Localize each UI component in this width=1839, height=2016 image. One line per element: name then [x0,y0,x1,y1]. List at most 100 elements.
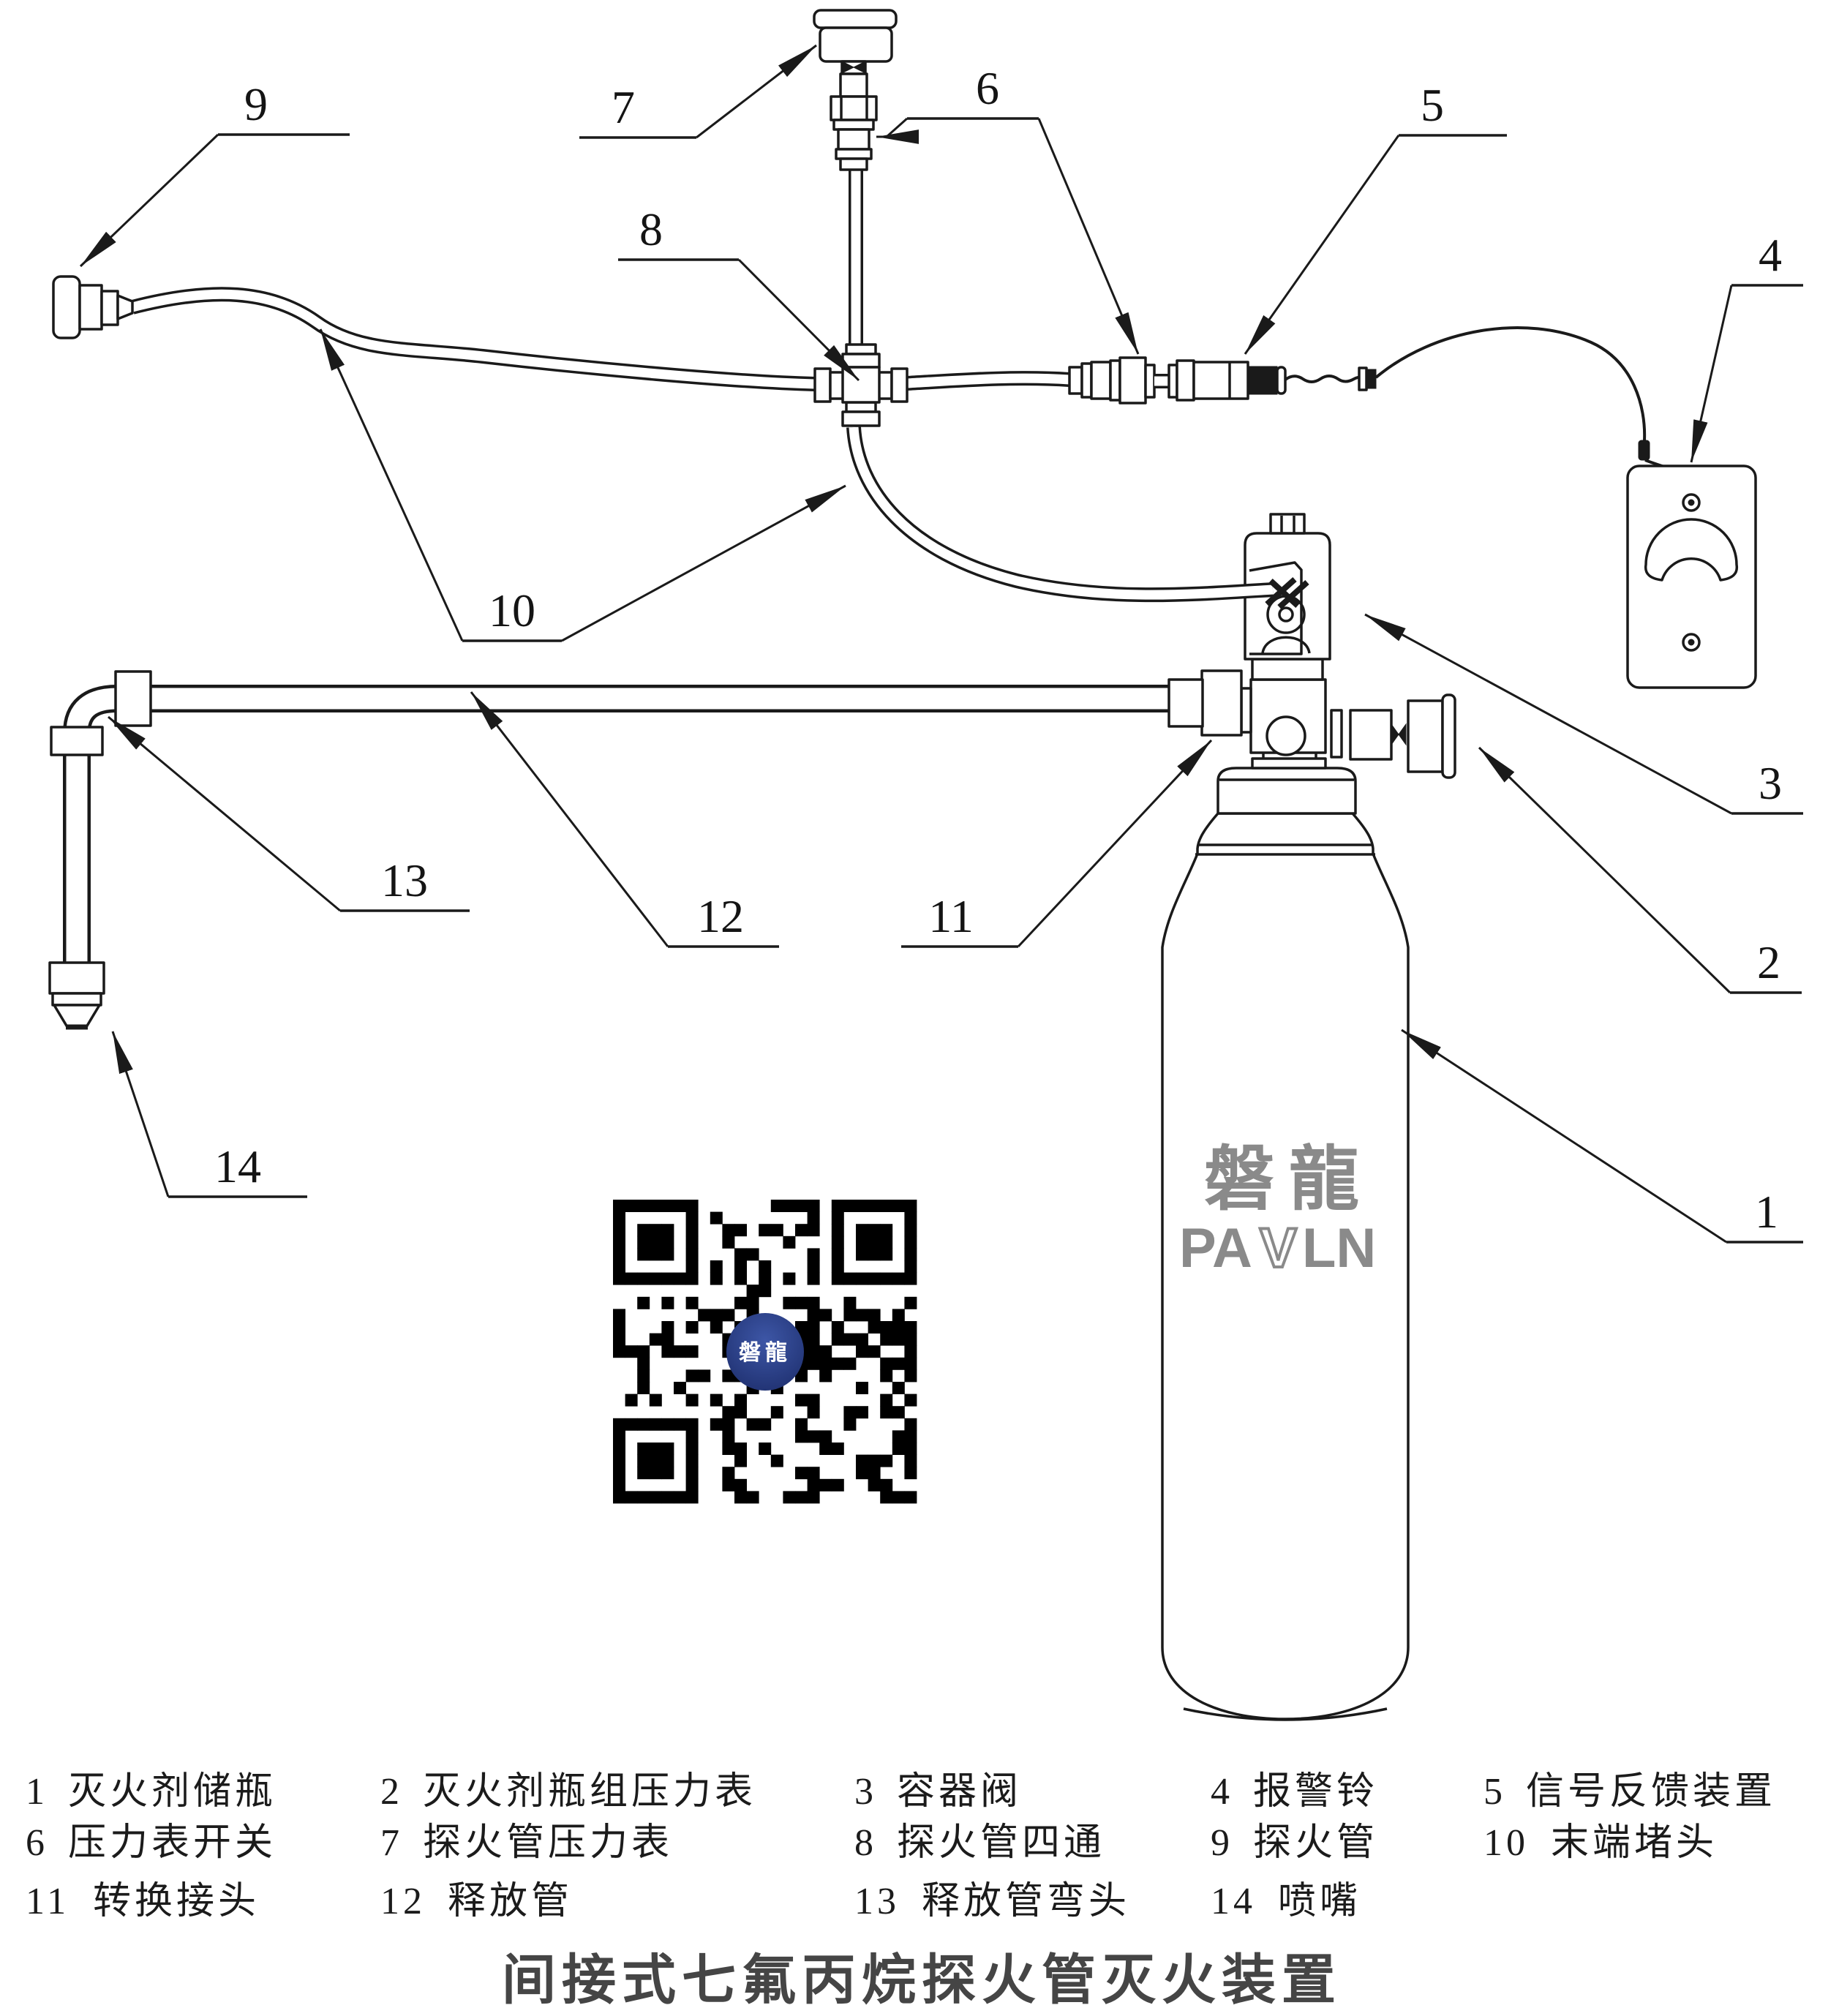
adapter-nut-large [1200,669,1243,737]
adapter-collar [1240,687,1252,734]
line-ring-c [1144,364,1156,399]
line-ring-b [1109,359,1121,402]
callout-12-leader [470,691,669,947]
callout-11: 11 [928,890,974,942]
callout-6-leader-a [876,117,919,144]
callout-4: 4 [1759,229,1782,281]
end-plug-nut [78,284,103,331]
bell-screw-bottom [1682,633,1701,652]
brand-logo-v: V [1260,1217,1297,1279]
gauge7-nut [830,95,878,121]
callout-8-leader [737,258,860,382]
nozzle-cone [53,1004,101,1028]
gauge2-collar [1330,709,1343,759]
callout-9-leader [79,133,219,268]
tube-crimp-marks [1265,577,1309,609]
four-way-body [841,366,881,404]
gauge7-body [819,26,893,63]
gauge7-collar-b [835,148,873,160]
line-switch-block [1118,356,1147,405]
wire-connector-b [1366,369,1377,389]
callout-13: 13 [381,854,428,906]
wire-connector-c [1638,440,1650,461]
end-plug-taper [116,294,134,320]
bell-screw-bottom-core [1688,639,1695,646]
gauge7-cap [813,9,898,29]
qr-code [613,1200,917,1504]
device-nut [1176,359,1195,402]
release-pipe-bore [66,688,1170,973]
gauge-switch-block [837,128,870,151]
elbow-lower-nut [50,726,104,756]
callout-2: 2 [1757,936,1780,988]
detection-tube-network [130,170,1309,609]
four-way-fitting [813,343,909,427]
alarm-bell [1626,464,1757,689]
callout-4-leader [1690,285,1733,463]
bell-plate [1626,464,1757,689]
container-valve [1167,513,1456,779]
brand-logo-chinese: 磐龍 [1204,1140,1374,1219]
four-way-top-collar [845,343,877,356]
end-plug-cap [52,275,81,339]
gauge7-stem-block [839,157,868,171]
valve-knob [1269,513,1306,535]
valve-window-cup [1261,636,1311,654]
callout-6: 6 [976,62,999,114]
callout-6-leader-b [1037,118,1140,355]
bell-gong-icon [1644,518,1739,582]
sight-glass-core [1278,606,1294,623]
callout-10: 10 [489,584,535,636]
end-plug-collar [100,290,119,326]
callout-5-leader [1244,135,1400,355]
gauge2-crimp-icon [1391,723,1407,746]
gauge2-nut [1349,709,1393,761]
qr-center-logo: 磐龍 [739,1340,791,1365]
callout-7: 7 [612,81,635,133]
line-ring-a [1080,362,1093,399]
callout-9: 9 [244,78,268,130]
callout-3-leader [1364,613,1732,815]
callout-3: 3 [1759,757,1782,809]
callout-5: 5 [1421,79,1444,131]
gauge2-face [1441,693,1456,779]
end-plug [52,275,134,339]
twisted-wire [1284,375,1369,383]
valve-lower-body [1251,658,1324,681]
tube-right-bore [906,373,1070,388]
callout-10-leader-b [561,484,846,642]
qr-center-badge [726,1313,804,1391]
brand-logo-ln: LN [1302,1217,1376,1279]
nozzle-top-nut [48,961,105,995]
gauge7-block [839,72,868,98]
bell-wire [1374,326,1647,441]
callout-1: 1 [1755,1186,1778,1238]
four-way-top-nut [841,353,881,369]
nozzle-collar [51,992,102,1007]
release-pipe [63,685,1170,973]
bell-screw-top [1682,493,1701,512]
pipe-union-nut [114,670,152,727]
four-way-bottom-nut [841,410,881,427]
bell-screw-top-core [1688,499,1695,506]
valve-ball-port [1266,715,1306,756]
brand-logo-latin: PA V LN [1179,1216,1376,1281]
callout-2-leader [1478,746,1731,994]
four-way-right-nut [890,367,909,403]
tube-to-valve [846,426,1274,603]
callout-7-leader [696,44,817,139]
valve-sight-window [1249,561,1303,655]
callout-14: 14 [214,1140,261,1192]
